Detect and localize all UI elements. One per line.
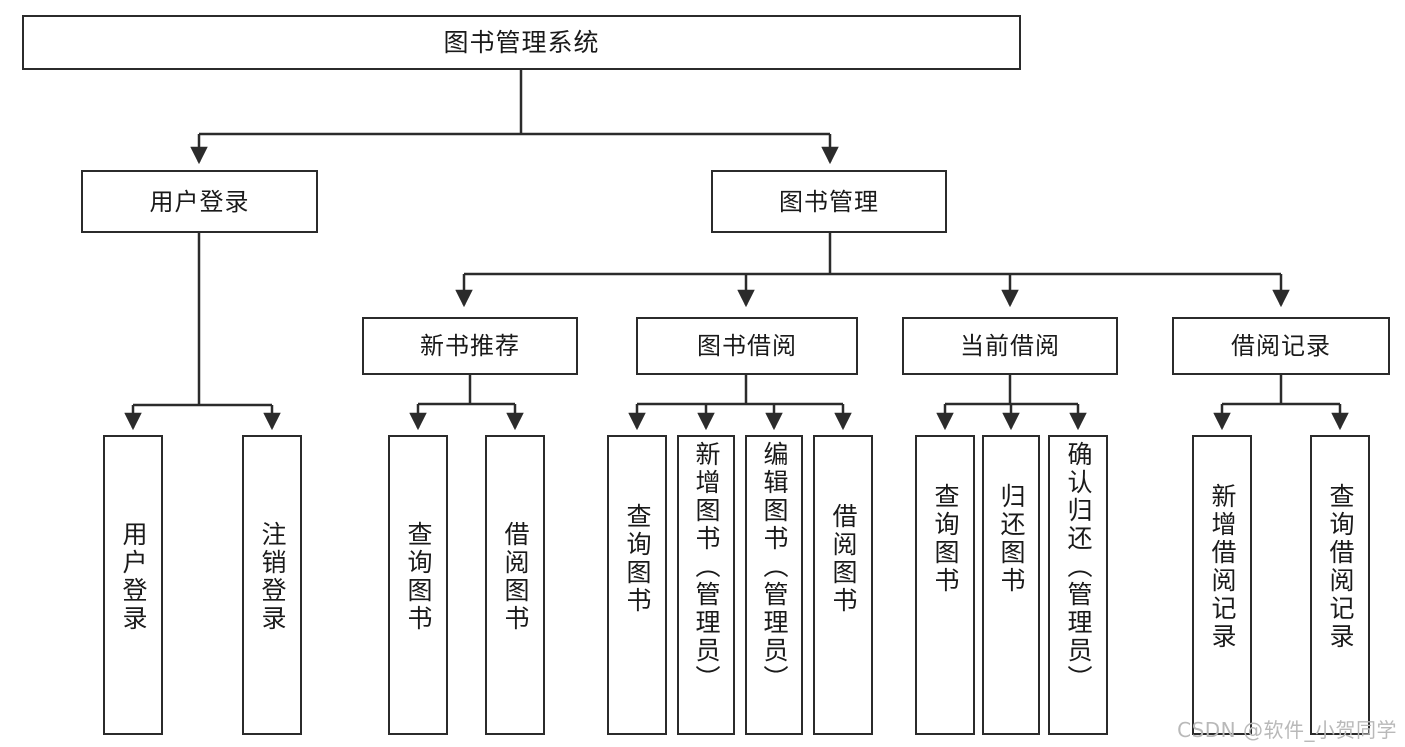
leaf-add-book[interactable]: 新增图书（管理员） — [677, 435, 735, 735]
node-label: 新增图书（管理员） — [692, 441, 721, 693]
node-new-book-recommend[interactable]: 新书推荐 — [362, 317, 578, 375]
node-label: 编辑图书（管理员） — [760, 441, 789, 693]
node-label: 借阅记录 — [1231, 332, 1331, 360]
node-label: 图书借阅 — [697, 332, 797, 360]
node-label: 确认归还（管理员） — [1064, 441, 1093, 693]
watermark-text: CSDN @软件_小贺同学 — [1177, 718, 1397, 742]
leaf-user-logout[interactable]: 注销登录 — [242, 435, 302, 735]
node-label: 查询借阅记录 — [1326, 483, 1355, 651]
leaf-query-book-current[interactable]: 查询图书 — [915, 435, 975, 735]
node-borrow-record[interactable]: 借阅记录 — [1172, 317, 1390, 375]
node-label: 用户登录 — [149, 187, 250, 216]
leaf-edit-book[interactable]: 编辑图书（管理员） — [745, 435, 803, 735]
leaf-confirm-return[interactable]: 确认归还（管理员） — [1048, 435, 1108, 735]
node-label: 借阅图书 — [829, 503, 858, 615]
leaf-return-book[interactable]: 归还图书 — [982, 435, 1040, 735]
node-label: 用户登录 — [119, 521, 148, 633]
leaf-borrow-book-recommend[interactable]: 借阅图书 — [485, 435, 545, 735]
leaf-borrow-book-borrow[interactable]: 借阅图书 — [813, 435, 873, 735]
leaf-add-borrow-record[interactable]: 新增借阅记录 — [1192, 435, 1252, 735]
node-user-login[interactable]: 用户登录 — [81, 170, 318, 233]
leaf-user-login[interactable]: 用户登录 — [103, 435, 163, 735]
node-label: 新书推荐 — [420, 332, 520, 360]
node-label: 当前借阅 — [960, 332, 1060, 360]
node-label: 借阅图书 — [501, 521, 530, 633]
node-book-management[interactable]: 图书管理 — [711, 170, 947, 233]
node-label: 查询图书 — [404, 521, 433, 633]
node-label: 图书管理 — [779, 187, 879, 216]
node-label: 新增借阅记录 — [1208, 483, 1237, 651]
node-label: 查询图书 — [931, 483, 960, 595]
leaf-query-borrow-record[interactable]: 查询借阅记录 — [1310, 435, 1370, 735]
node-current-borrow[interactable]: 当前借阅 — [902, 317, 1118, 375]
node-label: 图书管理系统 — [443, 28, 600, 57]
leaf-query-book-recommend[interactable]: 查询图书 — [388, 435, 448, 735]
node-book-borrow[interactable]: 图书借阅 — [636, 317, 858, 375]
node-label: 注销登录 — [258, 521, 287, 633]
node-label: 归还图书 — [997, 483, 1026, 595]
leaf-query-book-borrow[interactable]: 查询图书 — [607, 435, 667, 735]
node-label: 查询图书 — [623, 503, 652, 615]
node-root-system[interactable]: 图书管理系统 — [22, 15, 1021, 70]
